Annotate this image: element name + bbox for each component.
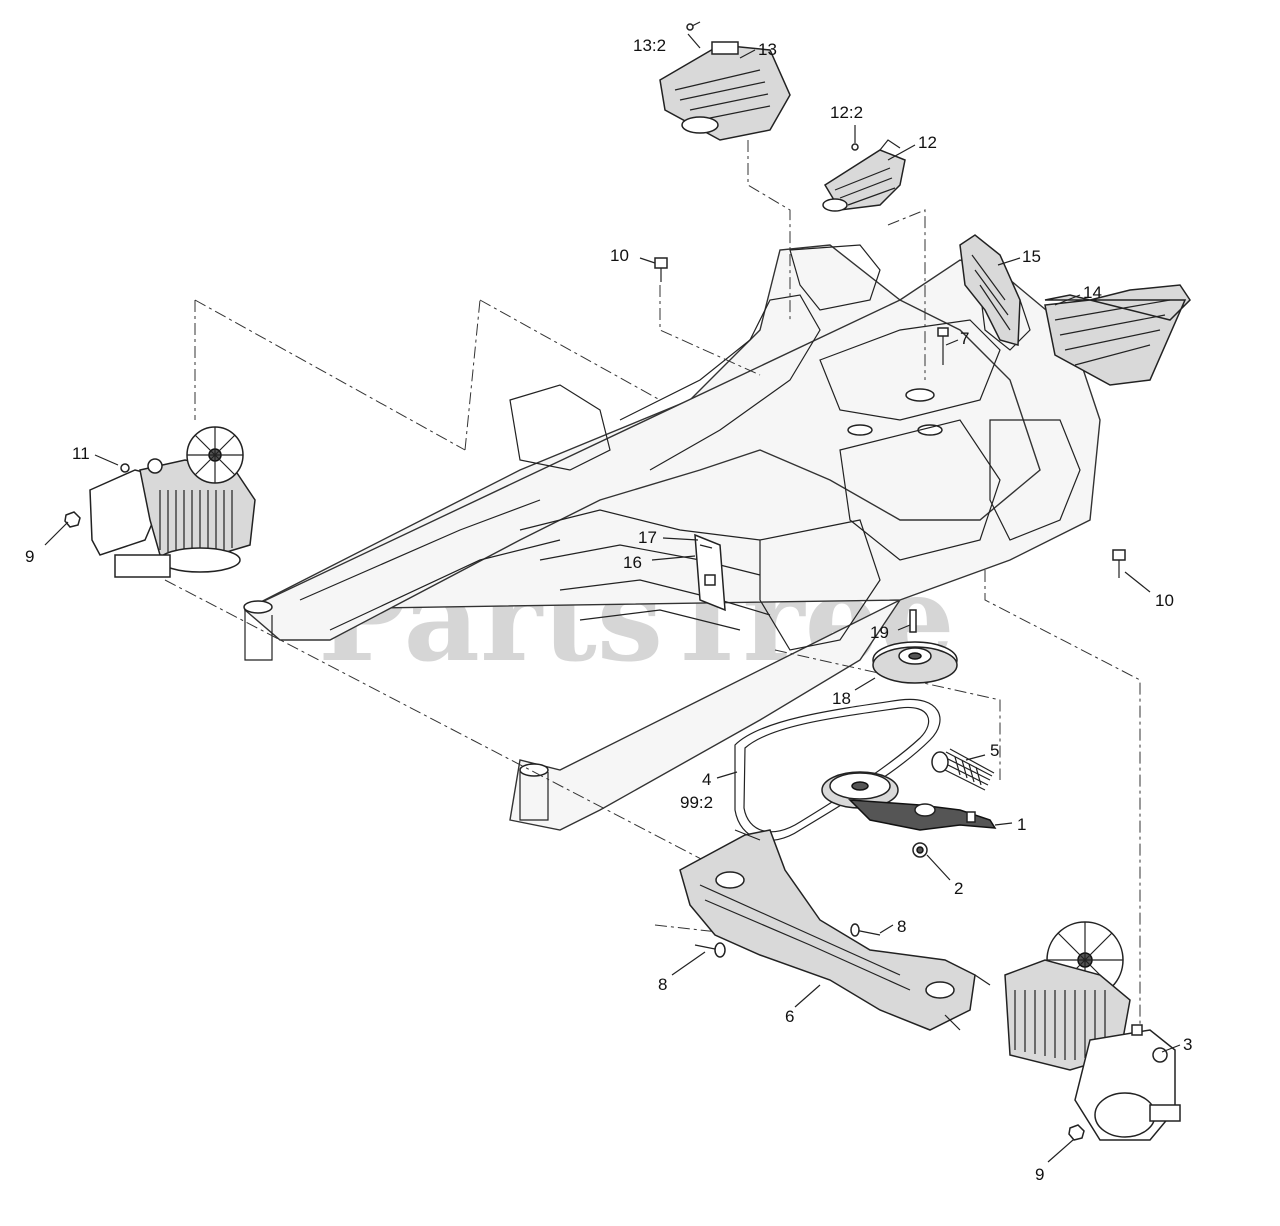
bolts bbox=[654, 257, 1126, 578]
bolt-10-top bbox=[654, 257, 668, 269]
label-7: 7 bbox=[960, 329, 969, 348]
part-4-belt bbox=[734, 698, 941, 841]
label-4: 4 bbox=[702, 770, 711, 789]
label-12: 12 bbox=[918, 133, 937, 152]
label-18: 18 bbox=[832, 689, 851, 708]
label-1: 1 bbox=[1017, 815, 1026, 834]
part-18-pulley bbox=[872, 609, 958, 684]
label-3: 3 bbox=[1183, 1035, 1192, 1054]
label-2: 2 bbox=[954, 879, 963, 898]
key-19 bbox=[909, 609, 917, 633]
part-14-guard bbox=[1044, 284, 1191, 386]
callout-labels: 13:2 13 12:2 12 15 14 7 10 11 9 17 16 19… bbox=[25, 36, 1192, 1184]
label-5: 5 bbox=[990, 741, 999, 760]
label-8-upper: 8 bbox=[897, 917, 906, 936]
label-8-lower: 8 bbox=[658, 975, 667, 994]
bolt-10-right bbox=[1112, 549, 1126, 561]
label-12-2: 12:2 bbox=[830, 103, 863, 122]
part-6-bracket bbox=[679, 829, 991, 1031]
label-10-top: 10 bbox=[610, 246, 629, 265]
nut-9-right bbox=[1068, 1124, 1085, 1141]
nut-9-left bbox=[64, 511, 81, 528]
label-6: 6 bbox=[785, 1007, 794, 1026]
label-19: 19 bbox=[870, 623, 889, 642]
label-9-right: 9 bbox=[1035, 1165, 1044, 1184]
part-1-idler bbox=[821, 771, 997, 831]
chassis-frame bbox=[243, 244, 1101, 831]
part-12-shield bbox=[822, 139, 906, 212]
label-14: 14 bbox=[1083, 283, 1102, 302]
label-9-left: 9 bbox=[25, 547, 34, 566]
part-15-guard bbox=[959, 234, 1021, 346]
label-15: 15 bbox=[1022, 247, 1041, 266]
part-11-transaxle bbox=[89, 426, 256, 578]
label-10-right: 10 bbox=[1155, 591, 1174, 610]
pins bbox=[694, 923, 881, 958]
label-16: 16 bbox=[623, 553, 642, 572]
nuts bbox=[64, 511, 1085, 1141]
label-17: 17 bbox=[638, 528, 657, 547]
label-13: 13 bbox=[758, 40, 777, 59]
bolt-7 bbox=[937, 327, 949, 337]
part-5-spring bbox=[931, 748, 995, 791]
label-99-2: 99:2 bbox=[680, 793, 713, 812]
part-2-washer bbox=[912, 842, 928, 858]
leader-lines bbox=[44, 33, 1181, 1163]
label-13-2: 13:2 bbox=[633, 36, 666, 55]
part-16-17-plate bbox=[694, 533, 726, 612]
part-3-transaxle bbox=[1004, 921, 1181, 1141]
label-11: 11 bbox=[72, 444, 90, 463]
part-13-shield bbox=[659, 21, 791, 141]
assembly-lines bbox=[164, 140, 1141, 1025]
